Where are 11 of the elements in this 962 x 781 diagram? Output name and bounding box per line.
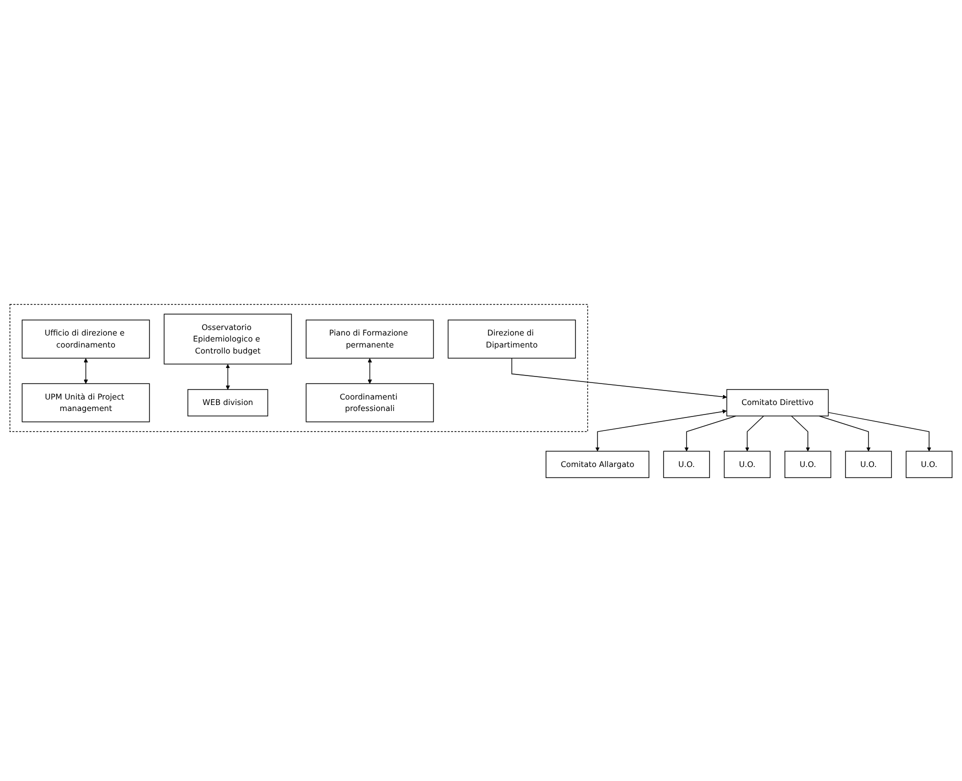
- arrow: [828, 412, 932, 451]
- arrow: [791, 415, 810, 451]
- arrow: [368, 358, 372, 384]
- arrow: [684, 415, 736, 451]
- arrow: [745, 415, 764, 451]
- arrow: [595, 408, 727, 451]
- cluster: [10, 303, 588, 432]
- arrow: [818, 415, 871, 451]
- arrow: [84, 358, 88, 384]
- arrow: [226, 364, 230, 390]
- arrow: [511, 357, 727, 398]
